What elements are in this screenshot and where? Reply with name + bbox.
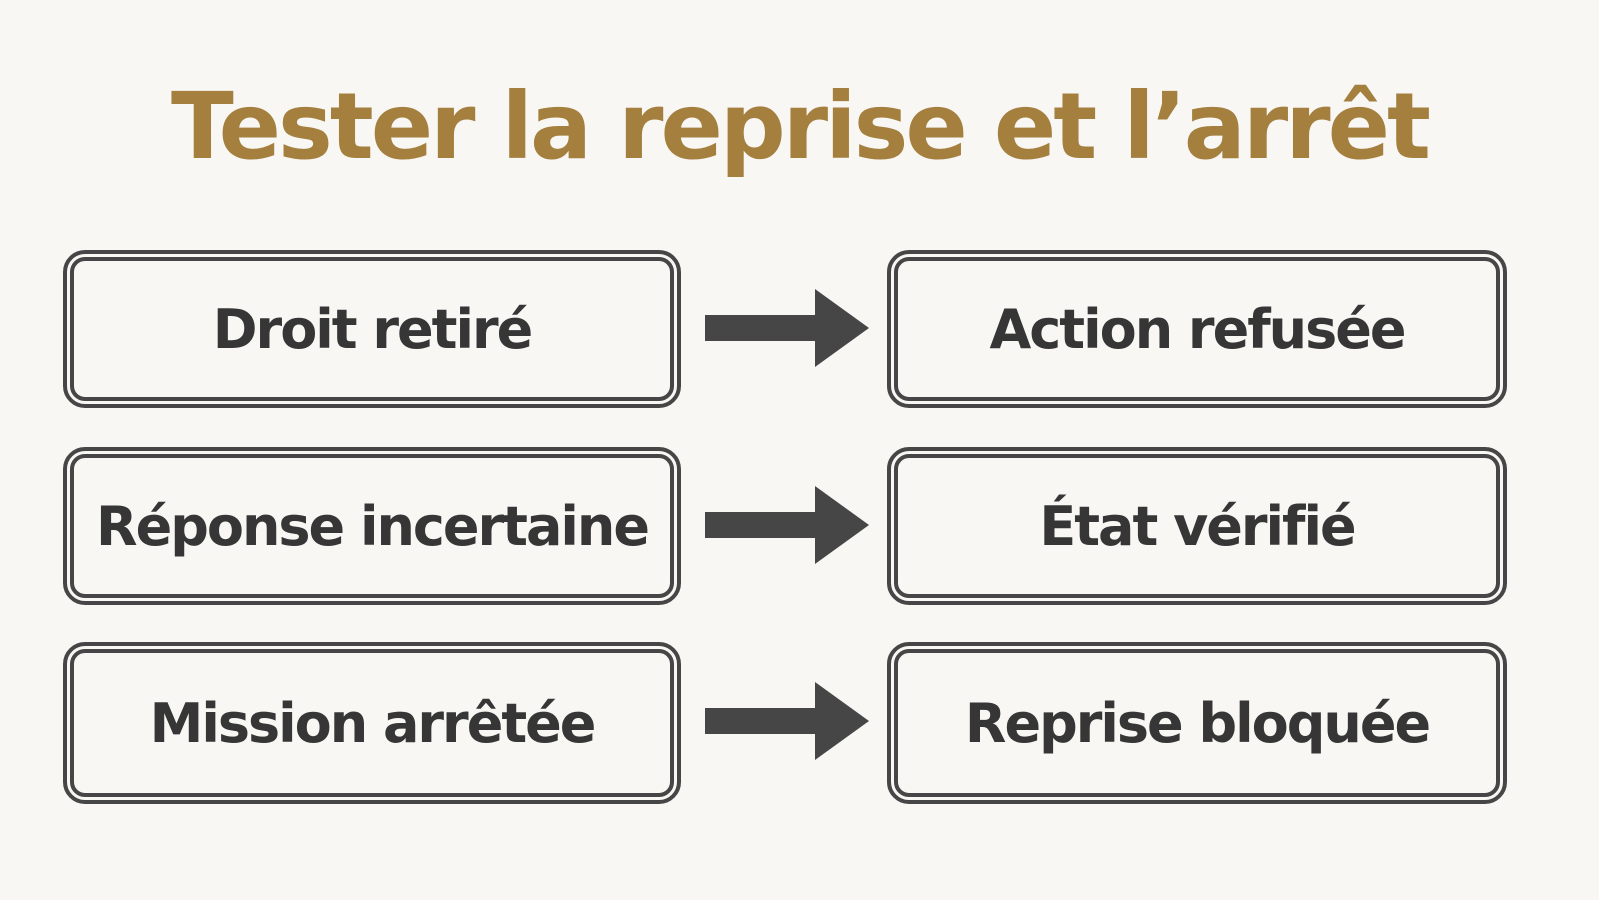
condition-box-reponse-incertaine: Réponse incertaine — [63, 447, 681, 605]
condition-label: Mission arrêtée — [149, 691, 597, 755]
right-arrow-icon — [705, 287, 869, 371]
right-arrow-icon — [705, 680, 869, 764]
result-label: Reprise bloquée — [964, 691, 1431, 755]
result-box-etat-verifie: État vérifié — [887, 447, 1507, 605]
condition-box-mission-arretee: Mission arrêtée — [63, 642, 681, 804]
condition-label: Réponse incertaine — [95, 494, 650, 558]
result-box-action-refusee: Action refusée — [887, 250, 1507, 408]
result-label: Action refusée — [989, 297, 1406, 361]
condition-box-droit-retire: Droit retiré — [63, 250, 681, 408]
right-arrow-icon — [705, 484, 869, 568]
page-title: Tester la reprise et l’arrêt — [171, 73, 1431, 180]
result-label: État vérifié — [1039, 494, 1356, 558]
result-box-reprise-bloquee: Reprise bloquée — [887, 642, 1507, 804]
condition-label: Droit retiré — [212, 297, 534, 361]
